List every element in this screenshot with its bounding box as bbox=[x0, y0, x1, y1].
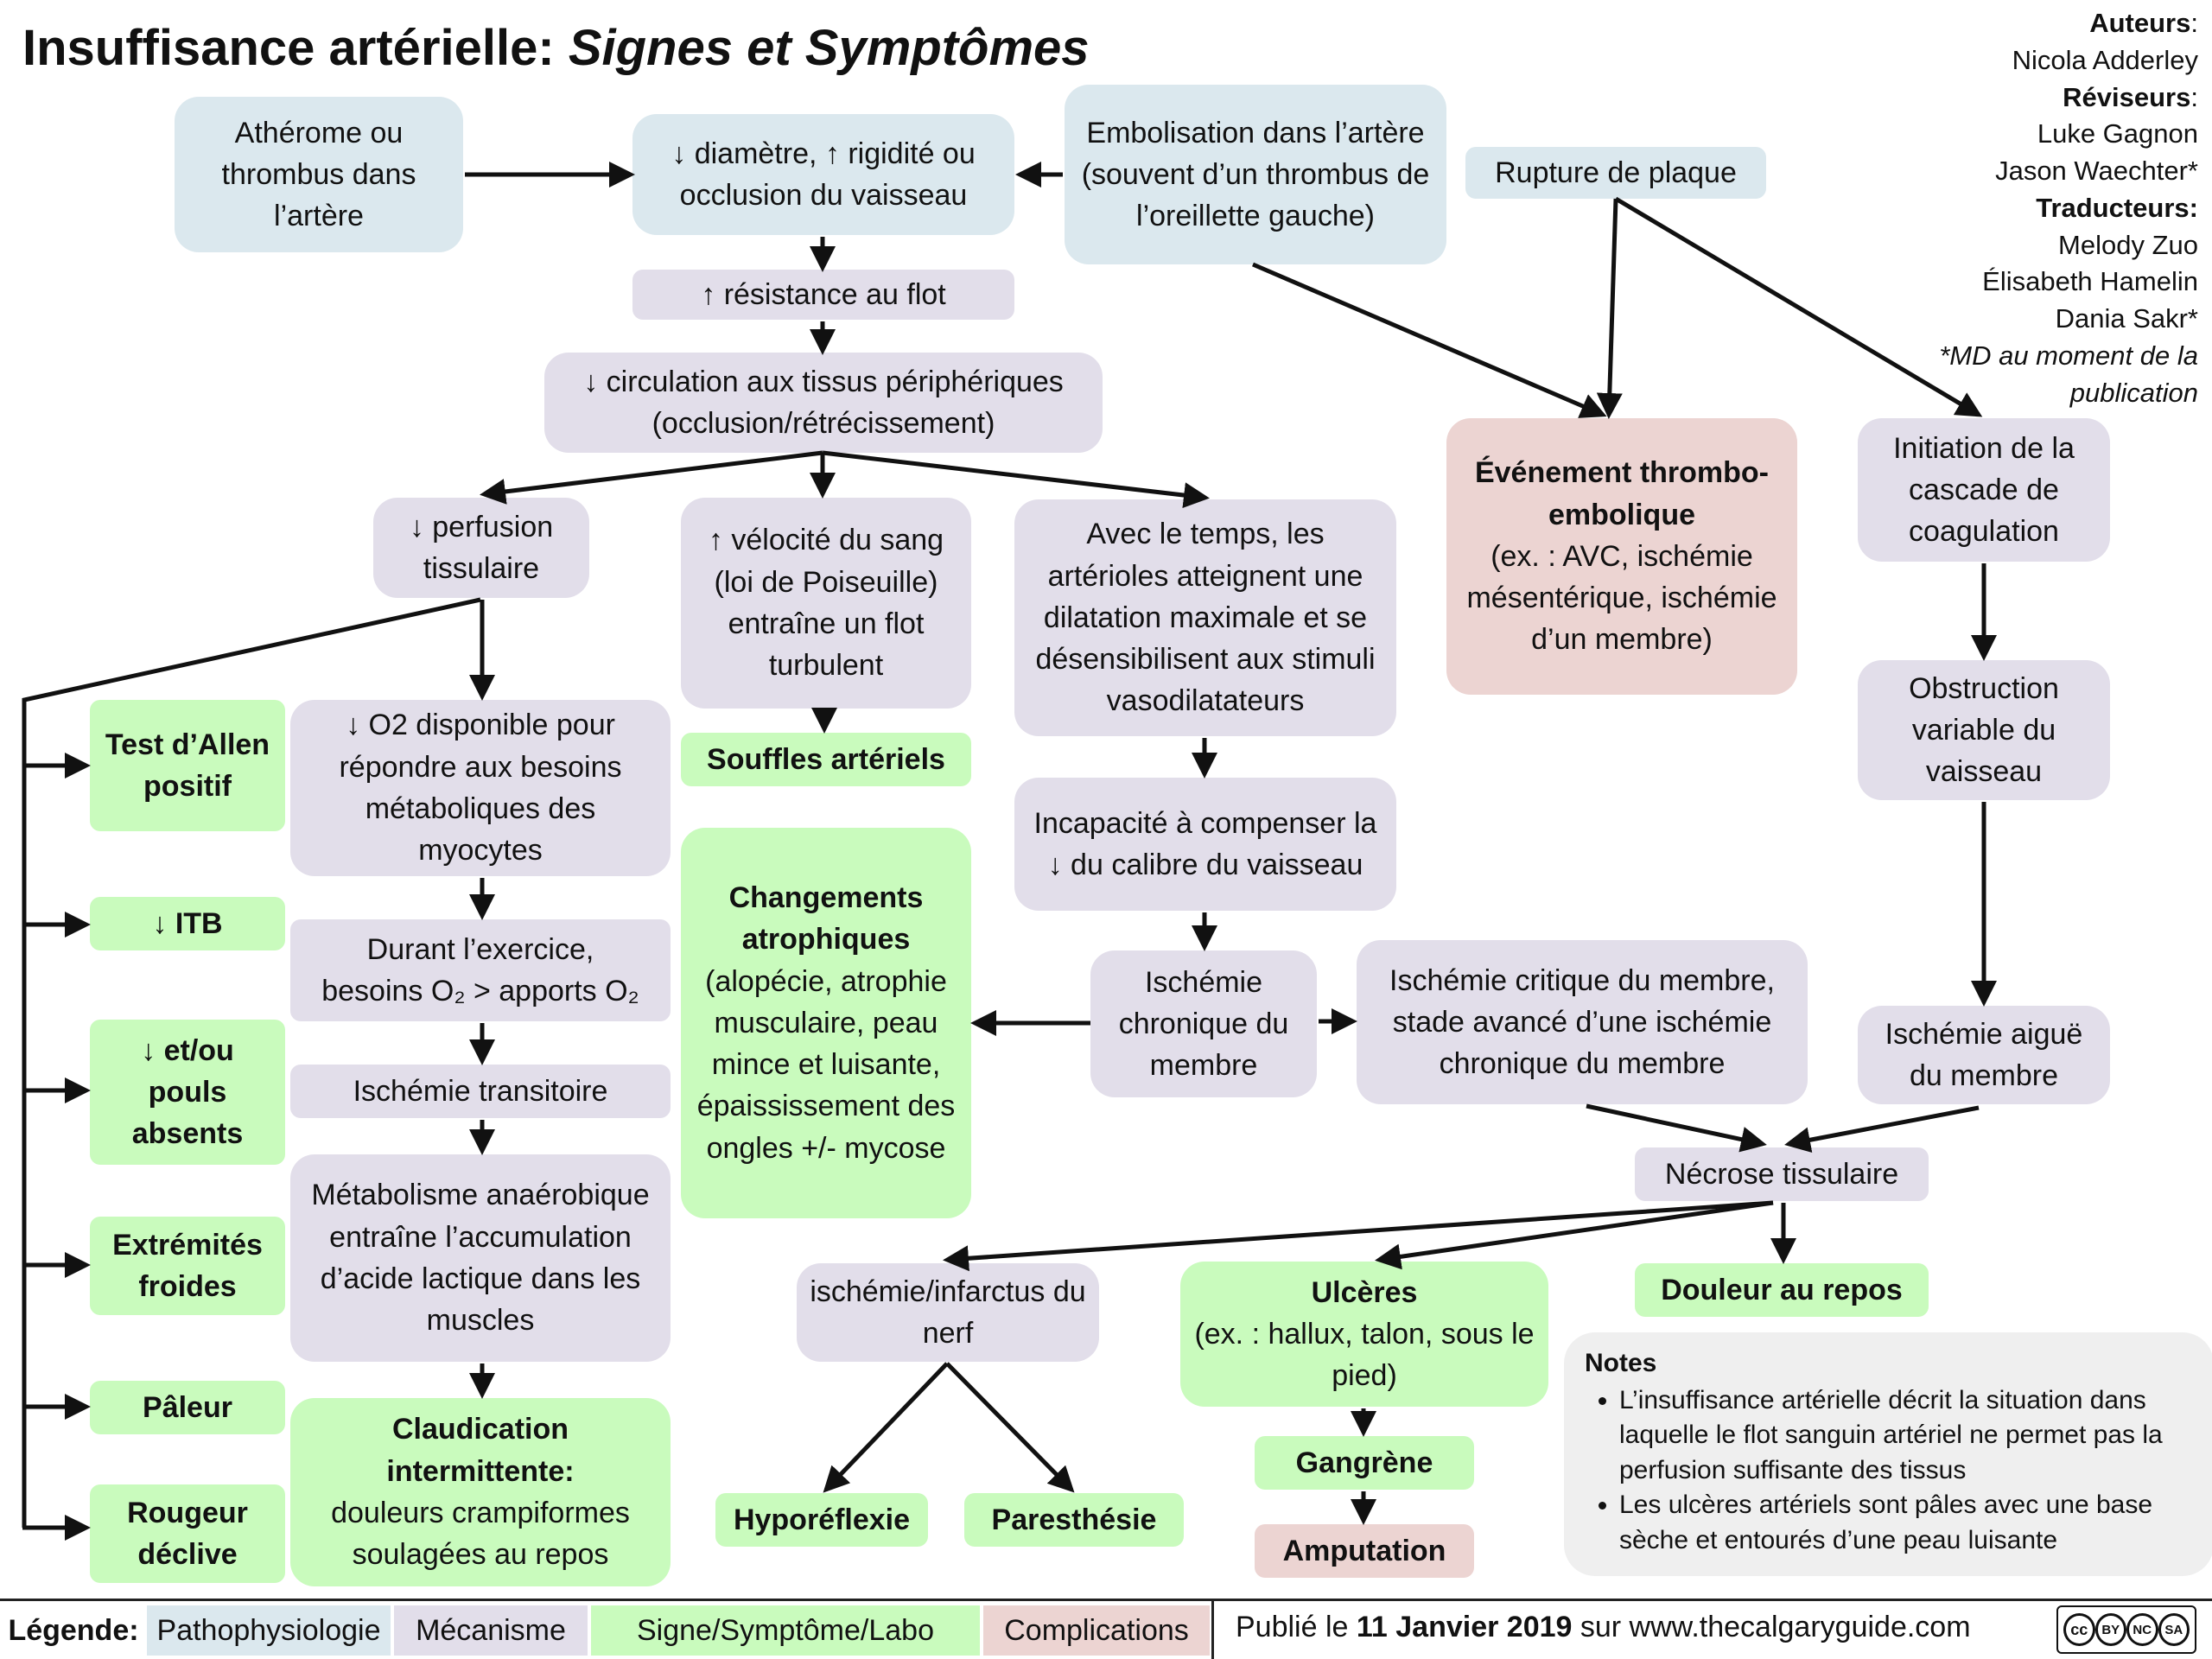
node-exercice: Durant l’exercice, besoins O₂ > apports … bbox=[290, 919, 671, 1021]
legend-label: Légende: bbox=[8, 1613, 139, 1647]
sign-extremites: Extrémités froides bbox=[90, 1217, 285, 1315]
sign-test-allen: Test d’Allen positif bbox=[90, 700, 285, 831]
pub-date: 11 Janvier 2019 bbox=[1356, 1611, 1573, 1643]
footer-separator bbox=[1211, 1599, 1214, 1659]
translator-name: Élisabeth Hamelin bbox=[1982, 266, 2198, 297]
page-title: Insuffisance artérielle: Signes et Sympt… bbox=[22, 19, 1090, 77]
translators-heading: Traducteurs: bbox=[2036, 192, 2198, 223]
notes-panel: Notes L’insuffisance artérielle décrit l… bbox=[1564, 1332, 2212, 1576]
claud-title: Claudication intermittente: bbox=[386, 1413, 575, 1488]
node-velocite: ↑ vélocité du sang (loi de Poiseuille) e… bbox=[681, 498, 971, 709]
node-circulation: ↓ circulation aux tissus périphériques (… bbox=[544, 353, 1103, 453]
author-name: Nicola Adderley bbox=[2012, 44, 2198, 75]
footer-divider bbox=[0, 1599, 2212, 1601]
title-sub: Signes et Symptômes bbox=[568, 20, 1090, 76]
legend-pathophysiologie: Pathophysiologie bbox=[147, 1605, 391, 1656]
sign-itb: ↓ ITB bbox=[90, 897, 285, 950]
legend-mecanisme: Mécanisme bbox=[394, 1605, 588, 1656]
legend-complications: Complications bbox=[983, 1605, 1210, 1656]
node-rupture: Rupture de plaque bbox=[1465, 147, 1766, 199]
sign-claudication: Claudication intermittente: douleurs cra… bbox=[290, 1398, 671, 1586]
publication-info: Publié le 11 Janvier 2019 sur www.thecal… bbox=[1236, 1611, 1971, 1644]
node-arterioles: Avec le temps, les artérioles atteignent… bbox=[1014, 499, 1396, 736]
by-icon: BY bbox=[2094, 1613, 2126, 1646]
exercice-line2: besoins O₂ > apports O₂ bbox=[321, 975, 639, 1007]
node-thromboembolique: Événement thrombo-embolique (ex. : AVC, … bbox=[1446, 418, 1797, 695]
footer: Légende: Pathophysiologie Mécanisme Sign… bbox=[0, 1599, 2212, 1659]
ulceres-title: Ulcères bbox=[1311, 1275, 1418, 1309]
translator-name: Dania Sakr* bbox=[2055, 303, 2198, 334]
claud-body: douleurs crampiformes soulagées au repos bbox=[331, 1497, 630, 1572]
sa-icon: SA bbox=[2158, 1613, 2190, 1646]
pub-prefix: Publié le bbox=[1236, 1611, 1357, 1643]
node-transitoire: Ischémie transitoire bbox=[290, 1065, 671, 1118]
node-embolisation: Embolisation dans l’artère (souvent d’un… bbox=[1065, 85, 1446, 264]
sign-hyporeflexie: Hyporéflexie bbox=[715, 1493, 928, 1547]
node-necrose: Nécrose tissulaire bbox=[1635, 1147, 1929, 1201]
node-o2: ↓ O2 disponible pour répondre aux besoin… bbox=[290, 700, 671, 876]
notes-title: Notes bbox=[1585, 1349, 1657, 1377]
sign-paleur: Pâleur bbox=[90, 1381, 285, 1434]
sign-pouls: ↓ et/ou pouls absents bbox=[90, 1020, 285, 1165]
node-nerf: ischémie/infarctus du nerf bbox=[797, 1263, 1099, 1362]
comp-amputation: Amputation bbox=[1255, 1524, 1474, 1578]
sign-ulceres: Ulcères (ex. : hallux, talon, sous le pi… bbox=[1180, 1262, 1548, 1407]
node-obstruction: Obstruction variable du vaisseau bbox=[1858, 660, 2110, 800]
legend-signe: Signe/Symptôme/Labo bbox=[591, 1605, 980, 1656]
nc-icon: NC bbox=[2126, 1613, 2158, 1646]
node-initiation: Initiation de la cascade de coagulation bbox=[1858, 418, 2110, 562]
pub-suffix: sur www.thecalgaryguide.com bbox=[1572, 1611, 1971, 1643]
reviewer-name: Jason Waechter* bbox=[1995, 156, 2198, 187]
cc-icon: cc bbox=[2063, 1613, 2095, 1646]
credits: Auteurs: Nicola Adderley Réviseurs: Luke… bbox=[1913, 5, 2198, 411]
sign-rougeur: Rougeur déclive bbox=[90, 1484, 285, 1583]
node-incapacite: Incapacité à compenser la ↓ du calibre d… bbox=[1014, 778, 1396, 911]
ulceres-body: (ex. : hallux, talon, sous le pied) bbox=[1194, 1317, 1535, 1393]
cc-license-badge: cc BY NC SA bbox=[2056, 1605, 2196, 1654]
node-resistance: ↑ résistance au flot bbox=[632, 270, 1014, 320]
thrombo-title: Événement thrombo-embolique bbox=[1474, 456, 1770, 531]
sign-douleur-repos: Douleur au repos bbox=[1635, 1263, 1929, 1317]
thrombo-body: (ex. : AVC, ischémie mésentérique, isché… bbox=[1466, 539, 1777, 657]
atro-body: (alopécie, atrophie musculaire, peau min… bbox=[696, 964, 956, 1165]
md-note: *MD au moment de la publication bbox=[1939, 340, 2198, 408]
sign-gangrene: Gangrène bbox=[1255, 1436, 1474, 1490]
node-chronique: Ischémie chronique du membre bbox=[1090, 950, 1317, 1097]
node-diametre: ↓ diamètre, ↑ rigidité ou occlusion du v… bbox=[632, 114, 1014, 235]
reviewer-name: Luke Gagnon bbox=[2037, 118, 2198, 149]
sign-paresthesie: Paresthésie bbox=[964, 1493, 1184, 1547]
node-atherome: Athérome ou thrombus dans l’artère bbox=[175, 97, 463, 252]
node-aigue: Ischémie aiguë du membre bbox=[1858, 1006, 2110, 1104]
sign-souffles: Souffles artériels bbox=[681, 733, 971, 786]
node-critique: Ischémie critique du membre, stade avanc… bbox=[1357, 940, 1808, 1104]
reviewers-heading: Réviseurs bbox=[2063, 81, 2191, 112]
node-perfusion: ↓ perfusion tissulaire bbox=[373, 498, 589, 598]
exercice-line1: Durant l’exercice, bbox=[366, 932, 594, 966]
translator-name: Melody Zuo bbox=[2058, 229, 2198, 260]
note-item: L’insuffisance artérielle décrit la situ… bbox=[1619, 1383, 2196, 1489]
atro-title: Changements atrophiques bbox=[728, 881, 924, 957]
sign-atrophiques: Changements atrophiques (alopécie, atrop… bbox=[681, 828, 971, 1218]
title-main: Insuffisance artérielle: bbox=[22, 20, 555, 76]
authors-heading: Auteurs bbox=[2089, 8, 2191, 38]
note-item: Les ulcères artériels sont pâles avec un… bbox=[1619, 1488, 2196, 1558]
node-metabolisme: Métabolisme anaérobique entraîne l’accum… bbox=[290, 1154, 671, 1362]
